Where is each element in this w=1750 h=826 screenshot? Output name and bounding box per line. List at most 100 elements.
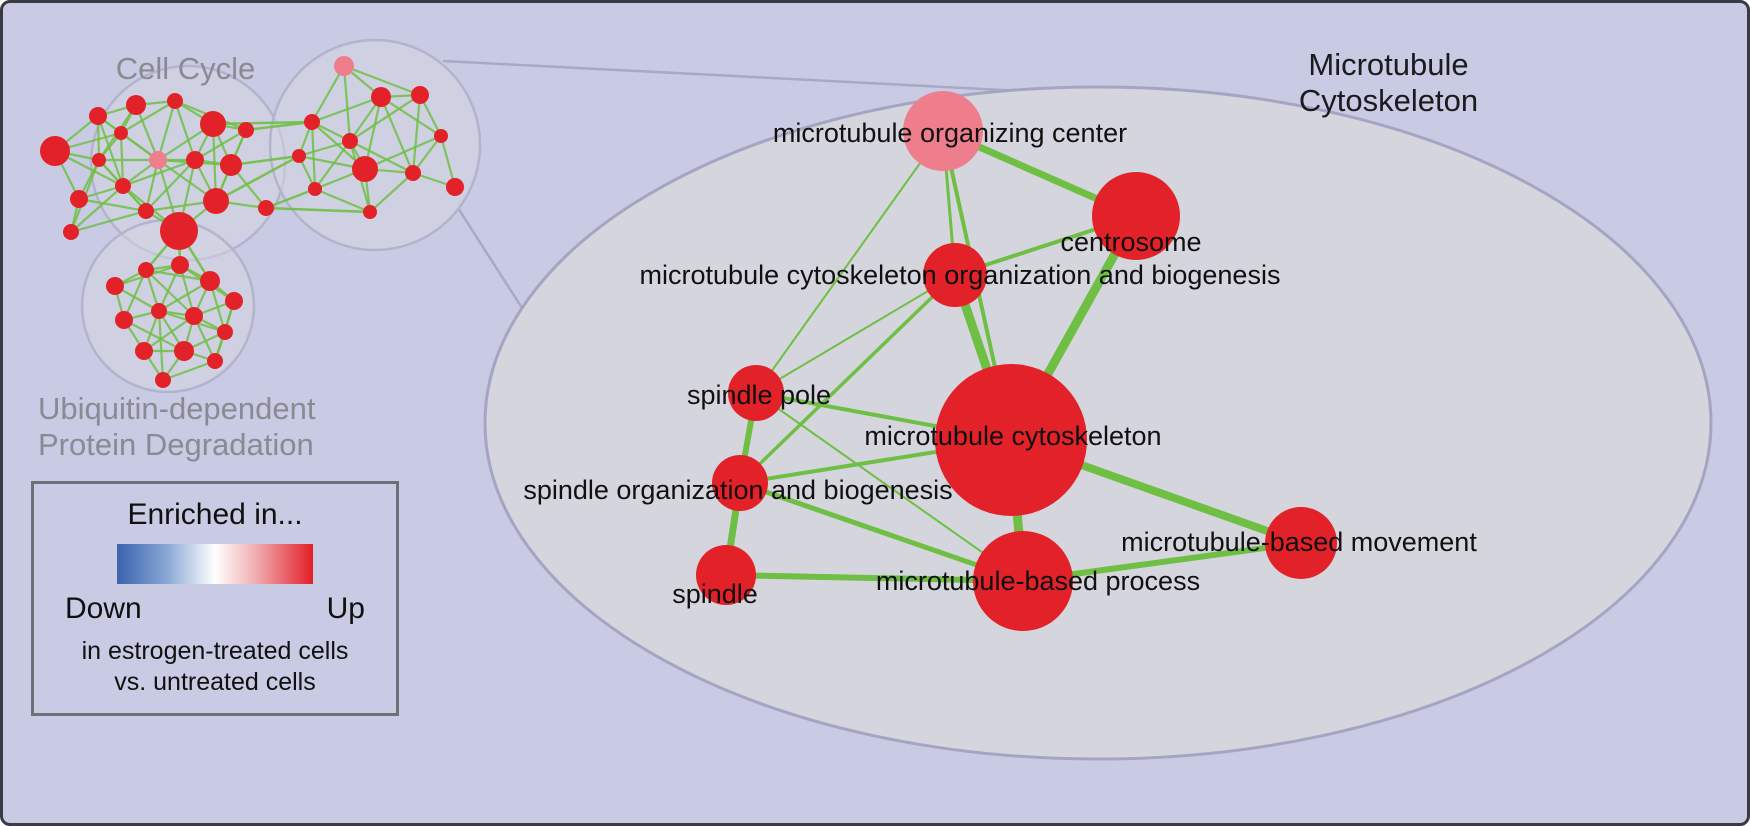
overview-node[interactable] xyxy=(115,311,133,329)
overview-node[interactable] xyxy=(70,190,88,208)
overview-node[interactable] xyxy=(115,178,131,194)
overview-node[interactable] xyxy=(155,372,171,388)
overview-edge xyxy=(143,315,195,352)
node-mbp[interactable] xyxy=(973,531,1073,631)
overview-edge xyxy=(349,140,414,174)
overview-node[interactable] xyxy=(138,203,154,219)
overview-node[interactable] xyxy=(171,256,189,274)
overview-edge xyxy=(145,159,196,212)
overview-edge xyxy=(379,96,415,174)
legend-title: Enriched in... xyxy=(127,498,303,531)
overview-node[interactable] xyxy=(238,122,254,138)
zoom-connector-line xyxy=(442,59,1024,93)
overview-edge xyxy=(96,115,125,187)
zoom-ellipse xyxy=(483,85,1713,761)
node-label-sob: spindle organization and biogenesis xyxy=(523,475,952,505)
overview-node[interactable] xyxy=(411,86,429,104)
node-label-sp: spindle pole xyxy=(687,380,831,410)
overview-edge xyxy=(194,129,247,161)
cluster-circle-microtubule xyxy=(268,38,482,252)
overview-node[interactable] xyxy=(151,303,167,319)
overview-node[interactable] xyxy=(258,200,274,216)
overview-node[interactable] xyxy=(405,165,421,181)
overview-node[interactable] xyxy=(126,95,146,115)
overview-node[interactable] xyxy=(185,307,203,325)
node-spi[interactable] xyxy=(696,545,756,605)
legend: Enriched in... Down Up in estrogen-treat… xyxy=(31,481,399,716)
overview-node[interactable] xyxy=(200,111,226,137)
overview-edge xyxy=(311,65,345,123)
legend-note-line2: vs. untreated cells xyxy=(114,668,316,696)
overview-node[interactable] xyxy=(40,136,70,166)
cluster-label-ubiquitin: Ubiquitin-dependent Protein Degradation xyxy=(38,391,316,463)
overview-node[interactable] xyxy=(434,129,448,143)
overview-edge xyxy=(265,187,316,210)
overview-node[interactable] xyxy=(308,182,322,196)
node-sob[interactable] xyxy=(712,455,768,511)
overview-edge xyxy=(411,94,422,174)
overview-node[interactable] xyxy=(446,178,464,196)
node-mc[interactable] xyxy=(935,364,1087,516)
overview-node[interactable] xyxy=(292,149,306,163)
overview-edge xyxy=(173,100,197,161)
overview-edge xyxy=(369,172,414,213)
overview-edge xyxy=(349,94,421,142)
overview-node[interactable] xyxy=(89,107,107,125)
overview-node[interactable] xyxy=(203,188,229,214)
overview-node[interactable] xyxy=(114,126,128,140)
overview-node[interactable] xyxy=(149,151,167,169)
overview-node[interactable] xyxy=(200,271,220,291)
overview-edge xyxy=(314,187,371,214)
node-label-mcob: microtubule cytoskeleton organization an… xyxy=(640,260,1281,290)
overview-node[interactable] xyxy=(160,212,198,250)
legend-gradient-bar xyxy=(117,544,313,584)
node-moc[interactable] xyxy=(903,91,983,171)
node-label-mc: microtubule cytoskeleton xyxy=(864,421,1161,451)
overview-edge xyxy=(122,158,196,188)
overview-node[interactable] xyxy=(342,133,358,149)
cluster-label-ubiquitin-line2: Protein Degradation xyxy=(38,427,314,462)
zoom-connector-line xyxy=(456,207,524,309)
overview-edge xyxy=(380,96,442,137)
node-mbm[interactable] xyxy=(1265,507,1337,579)
overview-node[interactable] xyxy=(92,153,106,167)
overview-node[interactable] xyxy=(167,93,183,109)
node-cen[interactable] xyxy=(1092,172,1180,260)
legend-note-line1: in estrogen-treated cells xyxy=(81,637,349,665)
overview-edge xyxy=(157,310,165,381)
overview-node[interactable] xyxy=(135,342,153,360)
overview-edge xyxy=(314,140,351,190)
overview-node[interactable] xyxy=(174,341,194,361)
overview-edge xyxy=(298,139,351,158)
overview-edge xyxy=(70,185,124,233)
overview-edge xyxy=(120,100,176,134)
overview-node[interactable] xyxy=(186,151,204,169)
overview-node[interactable] xyxy=(363,205,377,219)
overview-edge xyxy=(156,100,177,161)
overview-edge xyxy=(364,134,442,171)
overview-node[interactable] xyxy=(352,156,378,182)
cluster-label-ubiquitin-line1: Ubiquitin-dependent xyxy=(38,391,316,426)
overview-node[interactable] xyxy=(371,87,391,107)
overview-node[interactable] xyxy=(138,262,154,278)
edge-mcob-sp xyxy=(755,274,956,394)
node-mcob[interactable] xyxy=(923,243,987,307)
overview-edge xyxy=(343,64,421,97)
overview-edge xyxy=(212,120,313,126)
node-label-mbp: microtubule-based process xyxy=(876,566,1200,596)
overview-node[interactable] xyxy=(220,154,242,176)
overview-node[interactable] xyxy=(225,292,243,310)
overview-node[interactable] xyxy=(106,277,124,295)
overview-node[interactable] xyxy=(334,56,354,76)
overview-node[interactable] xyxy=(217,324,233,340)
overview-node[interactable] xyxy=(207,353,223,369)
edge-moc-sp xyxy=(755,130,944,394)
overview-edge xyxy=(342,65,352,142)
node-sp[interactable] xyxy=(728,365,784,421)
overview-node[interactable] xyxy=(63,224,79,240)
overview-edge xyxy=(230,154,300,167)
overview-edge xyxy=(78,197,147,213)
cluster-label-microtubule-line2: Cytoskeleton xyxy=(1298,83,1479,118)
overview-node[interactable] xyxy=(304,114,320,130)
